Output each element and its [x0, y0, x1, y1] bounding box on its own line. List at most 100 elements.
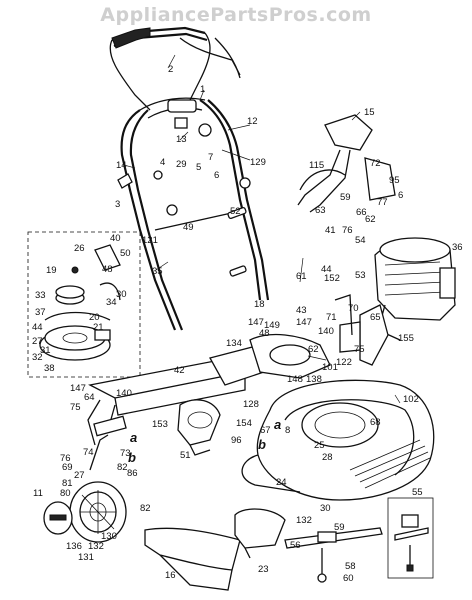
callout-35: 35 — [152, 266, 163, 277]
callout-72: 72 — [370, 158, 381, 169]
callout-33: 33 — [35, 290, 46, 301]
callout-36: 36 — [452, 242, 463, 253]
transmission — [177, 399, 221, 456]
leader-lines — [123, 54, 401, 404]
callout-81: 81 — [62, 478, 73, 489]
callout-3: 3 — [115, 199, 120, 210]
callout-25: 25 — [314, 440, 325, 451]
callout-64: 64 — [84, 392, 95, 403]
callout-59: 59 — [340, 192, 351, 203]
clutch-inset — [27, 231, 141, 378]
callout-65: 65 — [370, 312, 381, 323]
callout-20: 20 — [89, 312, 100, 323]
callout-6: 6 — [214, 170, 219, 181]
callout-55b: 59 — [334, 522, 345, 533]
blade-adapter-inset — [387, 497, 434, 579]
grass-catcher-chute — [297, 114, 396, 213]
callout-96: 96 — [231, 435, 242, 446]
callout-4: 4 — [160, 157, 165, 168]
callout-8: 8 — [285, 425, 290, 436]
mounting-brackets — [334, 294, 389, 366]
callout-77: 77 — [377, 197, 388, 208]
callout-132: 132 — [88, 541, 104, 552]
callout-73b: 82 — [117, 462, 128, 473]
callout-30b: 27 — [32, 336, 43, 347]
callout-152: 152 — [324, 273, 340, 284]
callout-37: 37 — [35, 307, 46, 318]
callout-82: 82 — [140, 503, 151, 514]
callout-13: 13 — [176, 134, 187, 145]
callout-44: 44 — [321, 264, 332, 275]
callout-23: 23 — [258, 564, 269, 575]
callout-1: 1 — [200, 84, 205, 95]
callout-136: 136 — [66, 541, 82, 552]
callout-14: 14 — [116, 160, 127, 171]
callout-66: 66 — [356, 207, 367, 218]
callout-24: 24 — [276, 477, 287, 488]
callout-155: 155 — [398, 333, 414, 344]
letter-callouts: a b a b — [128, 417, 281, 465]
callout-101: 101 — [322, 362, 338, 373]
bail-control — [179, 37, 241, 79]
callout-140: 140 — [318, 326, 334, 337]
callout-76: 76 — [342, 225, 353, 236]
callout-148b: 140 — [116, 388, 132, 399]
callout-71: 71 — [326, 312, 337, 323]
callout-18: 18 — [254, 299, 265, 310]
letter-b-left: b — [128, 450, 136, 465]
letter-a-left: a — [130, 430, 137, 445]
callout-74: 74 — [83, 447, 94, 458]
callout-40: 40 — [110, 233, 121, 244]
callout-16: 16 — [165, 570, 176, 581]
callout-labels: 2 1 12 13 7 29 5 6 129 14 4 3 121 49 52 … — [32, 64, 463, 584]
callout-52: 52 — [230, 206, 241, 217]
callout-148: 148 — [287, 374, 303, 385]
callout-29b: 30 — [320, 503, 331, 514]
callout-130: 130 — [101, 531, 117, 542]
callout-62: 62 — [308, 344, 319, 355]
front-wheel-assembly — [43, 434, 127, 543]
callout-43b: 44 — [32, 322, 43, 333]
mulch-plug — [234, 508, 286, 559]
lower-handle — [120, 97, 270, 331]
callout-55: 55 — [412, 487, 423, 498]
callout-31: 31 — [40, 345, 51, 356]
handle-knobs — [117, 170, 251, 216]
callout-80: 80 — [60, 488, 71, 499]
callout-86: 86 — [127, 468, 138, 479]
callout-43: 43 — [296, 305, 307, 316]
callout-67: 67 — [260, 425, 271, 436]
callout-61b: 75 — [70, 402, 81, 413]
callout-131: 131 — [78, 552, 94, 563]
callout-140b: 132 — [296, 515, 312, 526]
callout-68b: 76 — [60, 453, 71, 464]
letter-a-right: a — [274, 417, 281, 432]
callout-54: 54 — [355, 235, 366, 246]
callout-61: 61 — [296, 271, 307, 282]
callout-154: 154 — [236, 418, 252, 429]
callout-138: 138 — [306, 374, 322, 385]
callout-28: 28 — [322, 452, 333, 463]
upper-handle — [109, 26, 211, 111]
callout-129: 129 — [250, 157, 266, 168]
letter-b-right: b — [258, 437, 266, 452]
callout-149b: 147 — [296, 317, 312, 328]
callout-128: 128 — [243, 399, 259, 410]
callout-147: 147 — [248, 317, 264, 328]
callout-51: 51 — [180, 450, 191, 461]
callout-68: 68 — [370, 417, 381, 428]
mower-deck — [241, 379, 435, 501]
callout-32: 32 — [32, 352, 43, 363]
callout-149: 149 — [264, 320, 280, 331]
callout-69: 69 — [62, 462, 73, 473]
callout-60: 60 — [343, 573, 354, 584]
callout-7b: 6 — [398, 190, 403, 201]
callout-11: 11 — [33, 488, 43, 499]
callout-49: 49 — [183, 222, 194, 233]
callout-56: 56 — [290, 540, 301, 551]
callout-19: 19 — [46, 265, 57, 276]
callout-29: 29 — [176, 159, 187, 170]
callout-102: 102 — [403, 394, 419, 405]
callout-12: 12 — [247, 116, 258, 127]
